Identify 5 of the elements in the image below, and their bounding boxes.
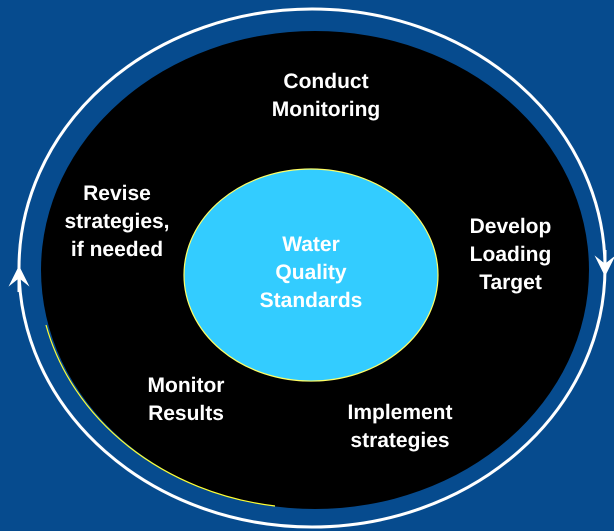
- stage-label: Revise strategies, if needed: [56, 180, 178, 264]
- stage-label: Implement strategies: [325, 399, 475, 455]
- stage-label: Develop Loading Target: [448, 213, 573, 297]
- stage-label: Conduct Monitoring: [246, 68, 406, 124]
- stage-label: Monitor Results: [126, 372, 246, 428]
